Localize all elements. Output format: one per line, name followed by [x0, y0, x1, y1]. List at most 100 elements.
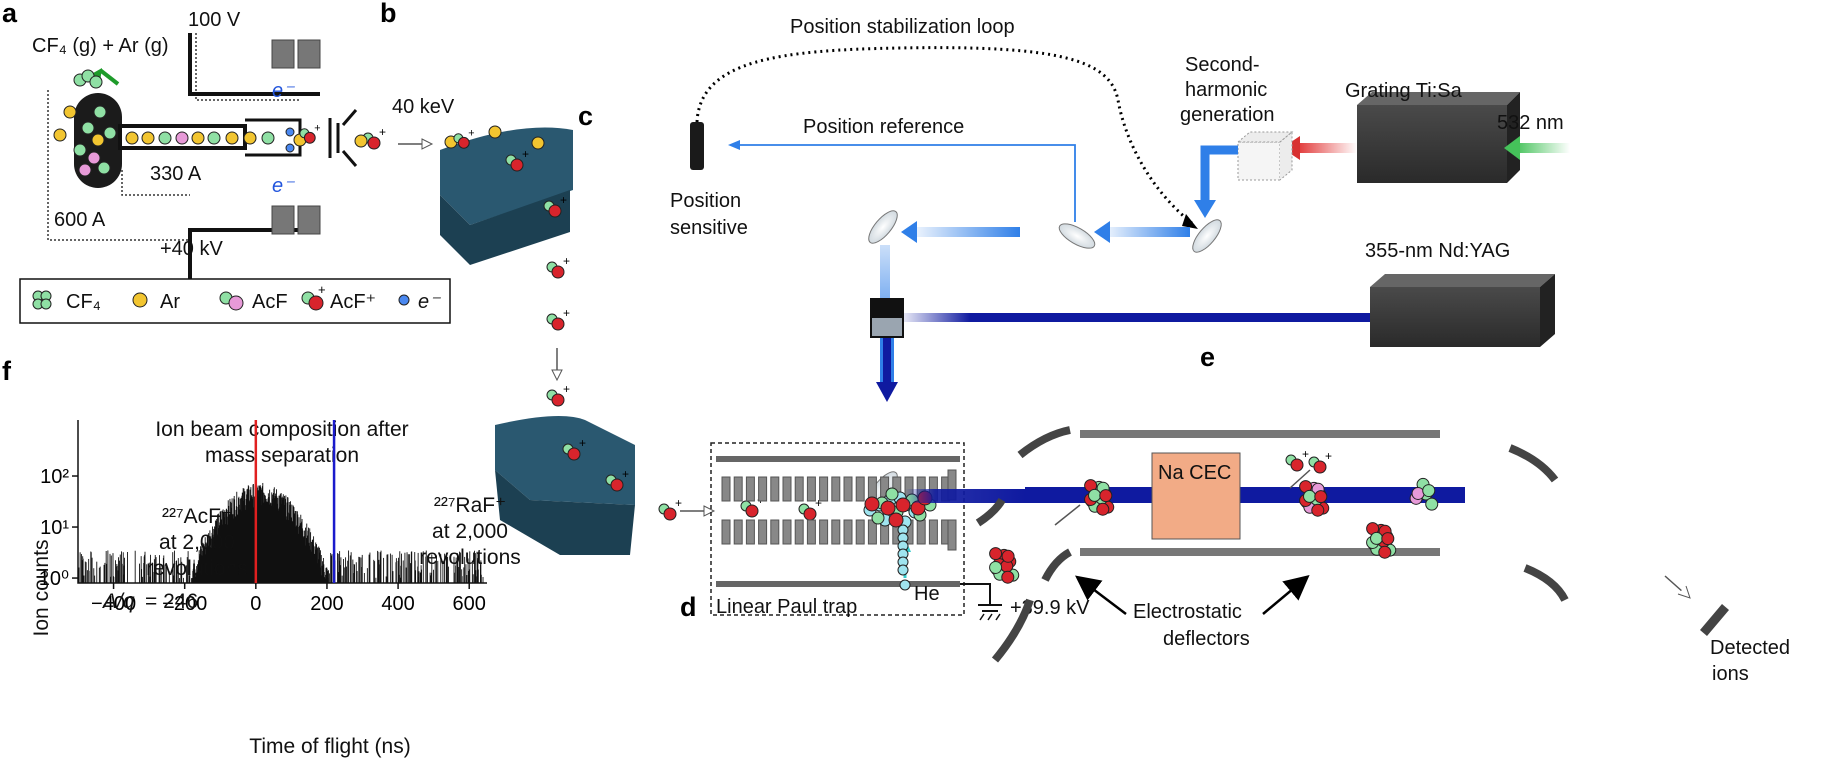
trap-electrode-lower [928, 519, 938, 545]
ion-cluster-member [1314, 490, 1328, 504]
source-particle [261, 131, 275, 145]
magnet-lower [495, 416, 635, 555]
source-particle [78, 163, 92, 177]
electrode-top [1080, 430, 1440, 438]
magnet-upper [440, 127, 573, 265]
acf-ion-actinium [888, 512, 904, 528]
separator-ions: +++++++++++ [444, 125, 822, 521]
legend-electron-marker [398, 294, 410, 306]
shg-label-1: Second- [1185, 54, 1260, 76]
trap-electrode-lower [745, 519, 755, 545]
acf-ion-actinium [303, 131, 316, 144]
nd-yag-label: 355-nm Nd:YAG [1365, 240, 1510, 262]
acf-ion-actinium [551, 317, 565, 331]
psd-label-2: sensitive [670, 217, 748, 239]
beam-ar [488, 125, 502, 139]
trap-electrode-lower [794, 519, 804, 545]
paul-trap-box [710, 442, 965, 616]
trap-electrode-upper [831, 476, 841, 502]
current-330-label: 330 A [150, 163, 202, 185]
source-particle [175, 131, 189, 145]
cec-label: Na CEC [1158, 462, 1231, 484]
shg-label-2: harmonic [1185, 79, 1267, 101]
legend-label-ar: Ar [160, 291, 180, 313]
paul-trap: Linear Paul trap He +39.9 kV [710, 442, 1090, 621]
source-particle [93, 105, 107, 119]
stabilization-loop-path [695, 46, 1194, 226]
ion-charge-plus: + [815, 496, 822, 510]
source-particle [103, 126, 117, 140]
acf-annotation-2: at 2,000 [159, 531, 235, 554]
he-atom [897, 564, 909, 576]
ion-cluster-member [1001, 570, 1015, 584]
mirror-2 [1058, 223, 1096, 249]
trap-electrode-upper [721, 476, 731, 502]
source-particle [73, 143, 87, 157]
acf-ion-fluorine [885, 487, 899, 501]
panel-label-d: d [680, 592, 697, 622]
deflector-5 [1508, 444, 1559, 483]
psd-label-1: Position [670, 190, 741, 212]
acf-ion-actinium [551, 265, 565, 279]
x-tick-label: 0 [250, 593, 261, 615]
ion-source-schematic: CF₄ (g) + Ar (g) 100 V e⁻ e⁻ 330 A 600 A… [32, 9, 455, 300]
position-sensitive-detector [690, 122, 704, 170]
electrode-bottom [1080, 548, 1440, 556]
trap-electrode-lower [916, 519, 926, 545]
aq-label: A/q [101, 590, 135, 613]
paul-trap-label: Linear Paul trap [716, 596, 857, 618]
he-label: He [914, 583, 940, 605]
ion-cluster-member [1088, 488, 1102, 502]
source-particle [285, 143, 295, 153]
laser-system: Position stabilization loop Position ref… [670, 16, 1570, 505]
y-tick-label: 10² [40, 466, 69, 488]
source-particle [243, 131, 257, 145]
trap-electrode-lower [782, 519, 792, 545]
trap-electrode-lower [855, 519, 865, 545]
y-tick-label: 10⁰ [39, 568, 69, 590]
acf-annotation-3: revolutions [146, 557, 248, 580]
legend-acfion-marker [308, 295, 324, 311]
ion-cluster-member [1311, 503, 1325, 517]
x-tick-label: −200 [162, 593, 207, 615]
source-particle [89, 75, 103, 89]
source-particle [53, 128, 67, 142]
ion-charge-plus: + [314, 123, 320, 135]
y-tick-label: 10¹ [40, 517, 69, 539]
ion-charge-plus: + [468, 128, 474, 140]
electron-label-top: e⁻ [272, 80, 295, 102]
trap-endcap [947, 519, 957, 551]
trap-electrode-lower [819, 519, 829, 545]
ion-charge-plus: + [563, 306, 570, 320]
acf-ion-actinium [457, 136, 470, 149]
source-particle [207, 131, 221, 145]
trap-electrode-lower [843, 519, 853, 545]
acf-ion-actinium [610, 478, 624, 492]
uv-beam [900, 313, 1370, 322]
trap-electrode-lower [806, 519, 816, 545]
legend-label-acf-ion: AcF⁺ [330, 291, 376, 313]
legend-label-electron: e⁻ [418, 291, 441, 313]
y-axis-label: Ion counts [30, 540, 53, 637]
histogram-bars [78, 482, 484, 583]
ion-charge-plus: + [522, 147, 529, 161]
nd-yag-laser [1370, 287, 1540, 347]
ion-cluster-member [989, 560, 1003, 574]
collinear-region: Na CEC Electrostatic deflectors Detected… [905, 426, 1790, 685]
trap-electrode-lower [733, 519, 743, 545]
legend-ar-marker [132, 292, 148, 308]
shg-label-3: generation [1180, 104, 1275, 126]
ion-detector [1700, 604, 1729, 636]
ti-sa-label: Grating Ti:Sa [1345, 80, 1463, 102]
panel-label-f: f [2, 356, 12, 386]
source-particle [63, 105, 77, 119]
panel-label-a: a [2, 0, 18, 28]
legend-label-cf4: CF₄ [66, 291, 101, 313]
legend-cf4-marker [40, 298, 52, 310]
detected-label-2: ions [1712, 663, 1749, 685]
gas-label: CF₄ (g) + Ar (g) [32, 35, 169, 57]
electron-label-bottom: e⁻ [272, 175, 295, 197]
acf-ion-actinium [510, 158, 524, 172]
panel-label-b: b [380, 0, 397, 28]
